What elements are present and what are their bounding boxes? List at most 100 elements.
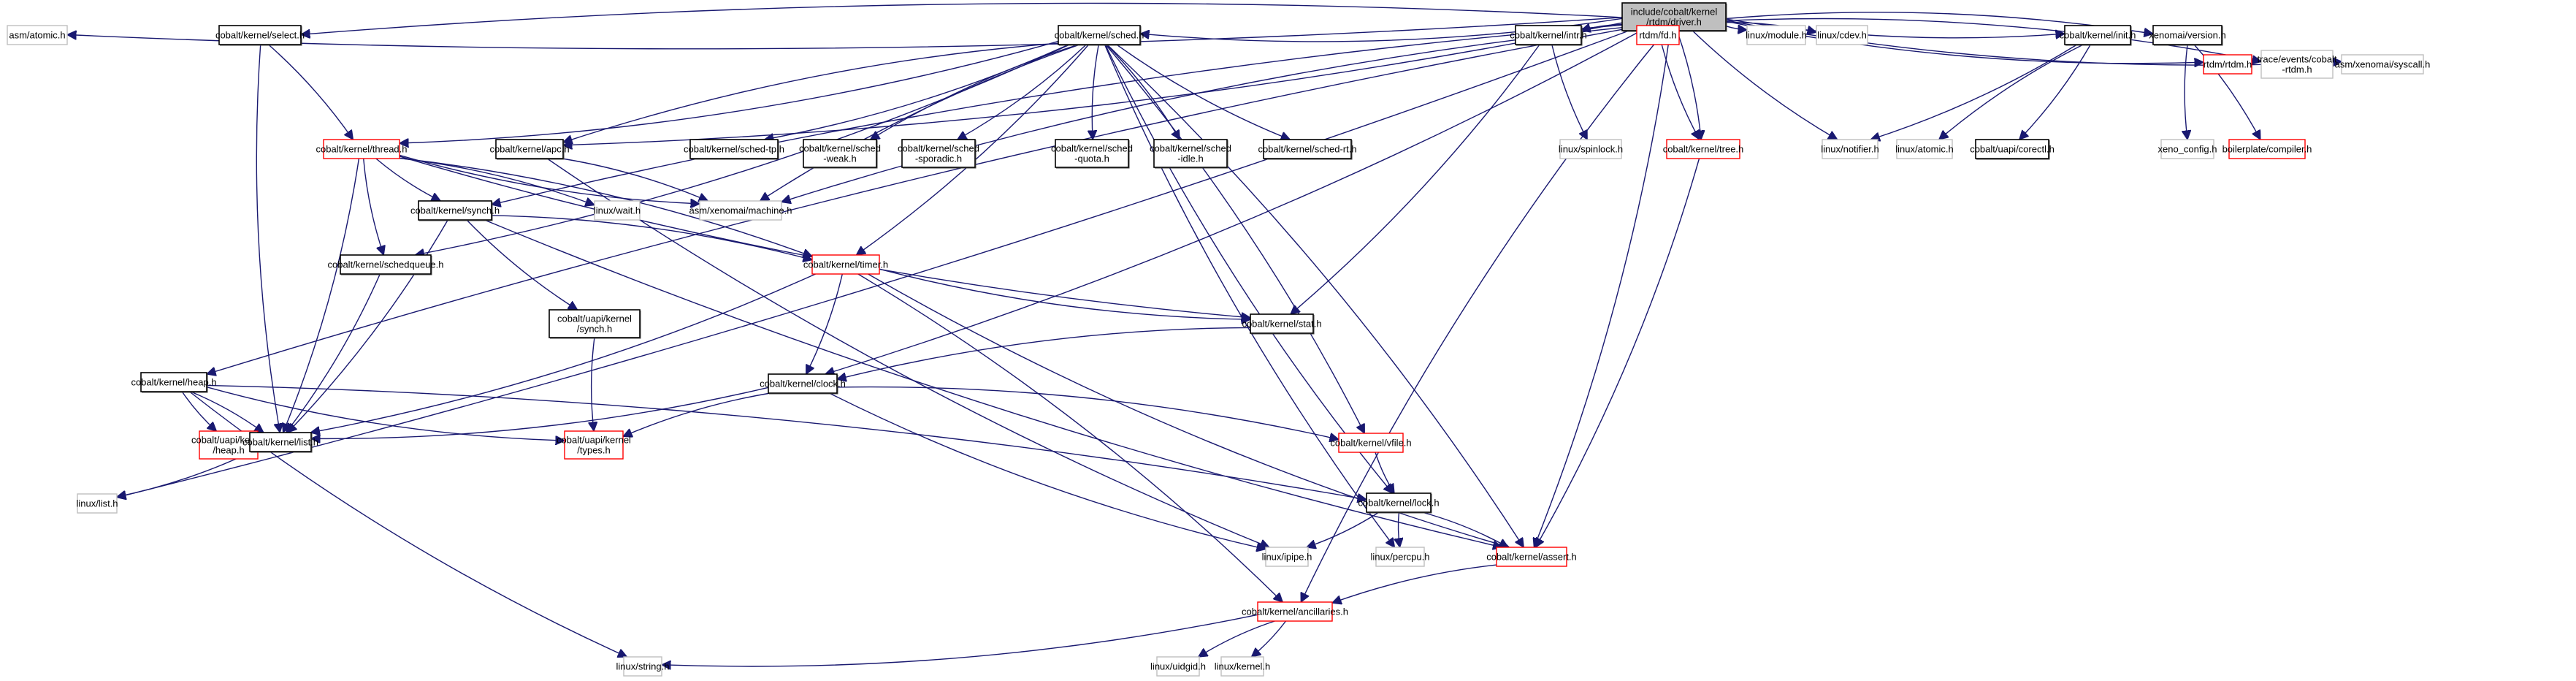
node-asm-atomic: asm/atomic.h bbox=[7, 25, 68, 45]
node-box bbox=[1822, 139, 1879, 159]
node-assert[interactable]: cobalt/kernel/assert.h bbox=[1486, 547, 1577, 567]
node-label: cobalt/kernel/sched bbox=[799, 143, 881, 154]
node-list[interactable]: cobalt/kernel/list.h bbox=[242, 432, 318, 453]
edge-intr-to-stat bbox=[1291, 44, 1540, 314]
node-box bbox=[1816, 25, 1868, 45]
node-box bbox=[7, 25, 68, 45]
node-label: cobalt/kernel/thread.h bbox=[316, 144, 407, 155]
node-sched-tp[interactable]: cobalt/kernel/sched-tp.h bbox=[684, 139, 784, 160]
node-sched-rt[interactable]: cobalt/kernel/sched-rt.h bbox=[1258, 139, 1357, 160]
node-sched-idle[interactable]: cobalt/kernel/sched-idle.h bbox=[1150, 139, 1231, 169]
node-box bbox=[1257, 601, 1333, 622]
node-vfile[interactable]: cobalt/kernel/vfile.h bbox=[1330, 433, 1412, 453]
node-label: include/cobalt/kernel bbox=[1631, 7, 1718, 18]
edge-lock-to-assert bbox=[1421, 511, 1508, 547]
node-init[interactable]: cobalt/kernel/init.h bbox=[2060, 25, 2136, 46]
node-box bbox=[1153, 139, 1228, 168]
node-box bbox=[1975, 139, 2049, 159]
node-rtdm-rtdm[interactable]: rtdm/rtdm.h bbox=[2203, 54, 2252, 75]
node-xeno-version[interactable]: xenomai/version.h bbox=[2149, 25, 2226, 46]
node-label: linux/uidgid.h bbox=[1150, 661, 1206, 672]
node-box bbox=[340, 254, 432, 275]
node-box bbox=[803, 139, 877, 168]
node-clock[interactable]: cobalt/kernel/clock.h bbox=[760, 373, 846, 395]
edge-thread-to-synch bbox=[375, 158, 440, 201]
node-schedqueue[interactable]: cobalt/kernel/schedqueue.h bbox=[327, 254, 444, 275]
node-sched-sporadic[interactable]: cobalt/kernel/sched-sporadic.h bbox=[898, 139, 979, 169]
node-box bbox=[564, 430, 624, 460]
node-label: xeno_config.h bbox=[2158, 144, 2217, 155]
node-label: linux/ipipe.h bbox=[1262, 552, 1312, 563]
node-label: -weak.h bbox=[823, 153, 857, 164]
node-shadow bbox=[220, 26, 302, 46]
edge-synch-to-list bbox=[288, 219, 448, 433]
edge-ancillaries-to-linux_uidgid bbox=[1199, 620, 1275, 657]
node-box bbox=[623, 656, 662, 677]
node-linux-uidgid: linux/uidgid.h bbox=[1150, 656, 1206, 677]
node-box bbox=[699, 200, 782, 221]
node-label: linux/atomic.h bbox=[1895, 144, 1953, 155]
edge-init-to-linux_atomic bbox=[1939, 44, 2084, 140]
edge-synch-to-assert bbox=[484, 219, 1502, 547]
node-uapi-synch[interactable]: cobalt/uapi/kernel/synch.h bbox=[549, 309, 641, 339]
node-label: asm/xenomai/syscall.h bbox=[2335, 59, 2431, 70]
edge-apc-to-asm_machine bbox=[562, 158, 708, 201]
node-select[interactable]: cobalt/kernel/select.h bbox=[215, 25, 305, 46]
node-ancillaries[interactable]: cobalt/kernel/ancillaries.h bbox=[1242, 601, 1348, 622]
node-box bbox=[1666, 139, 1740, 159]
node-uapi-types[interactable]: cobalt/uapi/kernel/types.h bbox=[557, 430, 631, 460]
edge-thread-to-asm_machine bbox=[399, 154, 700, 204]
node-shadow bbox=[903, 140, 976, 169]
node-label: cobalt/kernel/sched-rt.h bbox=[1258, 144, 1356, 155]
edge-assert-to-ancillaries bbox=[1332, 564, 1497, 603]
node-intr[interactable]: cobalt/kernel/intr.h bbox=[1510, 25, 1587, 46]
edge-clock-to-vfile bbox=[836, 386, 1339, 440]
node-label: cobalt/uapi/kernel bbox=[557, 313, 632, 324]
node-stat[interactable]: cobalt/kernel/stat.h bbox=[1242, 313, 1322, 335]
node-heap[interactable]: cobalt/kernel/heap.h bbox=[131, 372, 217, 393]
node-timer[interactable]: cobalt/kernel/timer.h bbox=[803, 254, 888, 275]
node-label: cobalt/kernel/lock.h bbox=[1358, 498, 1439, 509]
edge-lock-to-linux_percpu bbox=[1398, 511, 1399, 547]
node-box bbox=[249, 432, 312, 452]
node-label: trace/events/cobalt bbox=[2257, 54, 2337, 65]
node-label: linux/notifier.h bbox=[1821, 144, 1879, 155]
node-synch[interactable]: cobalt/kernel/synch.h bbox=[410, 200, 500, 221]
node-rtdm-fd[interactable]: rtdm/fd.h bbox=[1636, 25, 1680, 45]
node-label: linux/list.h bbox=[76, 498, 118, 509]
node-label: cobalt/kernel/assert.h bbox=[1486, 552, 1577, 563]
node-box bbox=[2152, 25, 2223, 45]
node-label: cobalt/kernel/sched bbox=[898, 143, 979, 154]
edge-rtdm_fd-to-tree bbox=[1661, 44, 1700, 140]
node-box bbox=[1896, 139, 1953, 159]
node-box bbox=[549, 309, 641, 338]
node-box bbox=[1058, 25, 1141, 45]
node-label: /types.h bbox=[577, 445, 611, 456]
node-corectl[interactable]: cobalt/uapi/corectl.h bbox=[1970, 139, 2055, 160]
node-label: linux/spinlock.h bbox=[1559, 144, 1623, 155]
edge-sched-to-vfile bbox=[1105, 44, 1365, 433]
node-shadow bbox=[1264, 140, 1353, 160]
node-uapi-heap[interactable]: cobalt/uapi/kernel/heap.h bbox=[191, 430, 266, 460]
edge-sched-to-sched_rt bbox=[1116, 44, 1291, 140]
node-sched-weak[interactable]: cobalt/kernel/sched-weak.h bbox=[799, 139, 881, 169]
node-box bbox=[1250, 313, 1314, 334]
node-sched[interactable]: cobalt/kernel/sched.h bbox=[1055, 25, 1144, 46]
node-label: linux/string.h bbox=[616, 661, 670, 672]
node-lock[interactable]: cobalt/kernel/lock.h bbox=[1358, 492, 1440, 514]
node-thread[interactable]: cobalt/kernel/thread.h bbox=[316, 139, 408, 159]
node-shadow bbox=[1367, 494, 1432, 514]
node-apc[interactable]: cobalt/kernel/apc.h bbox=[489, 139, 570, 160]
edge-init-to-corectl bbox=[2019, 44, 2091, 140]
node-tree[interactable]: cobalt/kernel/tree.h bbox=[1663, 139, 1744, 159]
node-sched-quota[interactable]: cobalt/kernel/sched-quota.h bbox=[1051, 139, 1133, 169]
node-label: cobalt/kernel/schedqueue.h bbox=[327, 259, 443, 270]
node-label: rtdm/rtdm.h bbox=[2204, 59, 2252, 70]
node-bp-compiler[interactable]: boilerplate/compiler.h bbox=[2223, 139, 2312, 159]
node-label: linux/kernel.h bbox=[1215, 661, 1271, 672]
node-box bbox=[768, 373, 838, 394]
edge-timer-to-clock bbox=[806, 273, 843, 374]
node-box bbox=[1746, 25, 1806, 45]
edge-apc-to-linux_ipipe bbox=[546, 158, 1269, 547]
